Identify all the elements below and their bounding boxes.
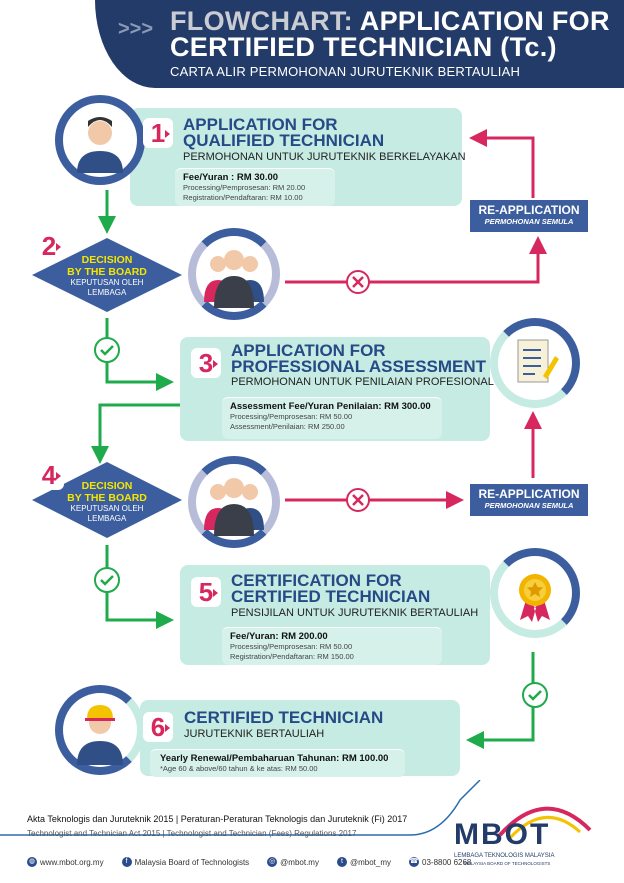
step-3-subtitle: PERMOHONAN UNTUK PENILAIAN PROFESIONAL [231, 376, 494, 388]
certificate-medal-icon [490, 548, 580, 638]
phone-icon: ☎ [409, 857, 419, 867]
board-members-icon [188, 456, 280, 548]
law-reference-english: Technologist and Technician Act 2015 | T… [27, 829, 357, 838]
twitter-icon: t [336, 857, 347, 867]
facebook-icon: f [121, 857, 132, 867]
website-link[interactable]: ◍www.mbot.org.my [27, 857, 104, 867]
phone-link[interactable]: ☎03-8800 6268 [409, 857, 472, 867]
arrow-3-4 [91, 403, 180, 464]
twitter-link[interactable]: t@mbot_my [336, 857, 391, 867]
step-number: 2 [34, 231, 64, 261]
check-icon [94, 567, 120, 593]
globe-icon: ◍ [27, 857, 37, 867]
step-number: 6 [143, 712, 173, 742]
page-subtitle: CARTA ALIR PERMOHONAN JURUTEKNIK BERTAUL… [170, 64, 521, 79]
step-6-subtitle: JURUTEKNIK BERTAULIAH [184, 728, 325, 740]
checklist-document-icon [490, 318, 580, 408]
technician-avatar-icon [55, 685, 145, 775]
applicant-avatar-icon [55, 95, 145, 185]
instagram-icon: ◎ [267, 857, 278, 867]
reapply-arrow-1 [469, 129, 535, 198]
board-members-icon [188, 228, 280, 320]
check-icon [522, 682, 548, 708]
step-number: 4 [34, 460, 64, 490]
step-6-title: CERTIFIED TECHNICIAN [184, 708, 384, 727]
step-6-fees: Yearly Renewal/Pembaharuan Tahunan: RM 1… [150, 749, 405, 777]
check-icon [94, 337, 120, 363]
title-banner [95, 0, 624, 88]
title-prefix: >>> [118, 18, 154, 40]
step-3-fees: Assessment Fee/Yuran Penilaian: RM 300.0… [222, 397, 442, 439]
decision-diamond-4 [32, 462, 182, 538]
mbot-logo: MBOT LEMBAGA TEKNOLOGIS MALAYSIA MALAYSI… [450, 800, 600, 870]
step-number: 5 [191, 577, 221, 607]
reject-arrow-2 [285, 236, 547, 284]
step-number: 1 [143, 118, 173, 148]
reject-x-icon [346, 488, 370, 512]
step-5-subtitle: PENSIJILAN UNTUK JURUTEKNIK BERTAULIAH [231, 607, 479, 619]
footer-divider [0, 780, 481, 836]
instagram-link[interactable]: ◎@mbot.my [267, 857, 319, 867]
law-reference-malay: Akta Teknologis dan Juruteknik 2015 | Pe… [27, 814, 408, 824]
decision-diamond-2 [32, 238, 182, 312]
reject-x-icon [346, 270, 370, 294]
step-1-subtitle: PERMOHONAN UNTUK JURUTEKNIK BERKELAYAKAN [183, 151, 466, 163]
step-number: 3 [191, 348, 221, 378]
arrow-5-6 [466, 652, 535, 749]
